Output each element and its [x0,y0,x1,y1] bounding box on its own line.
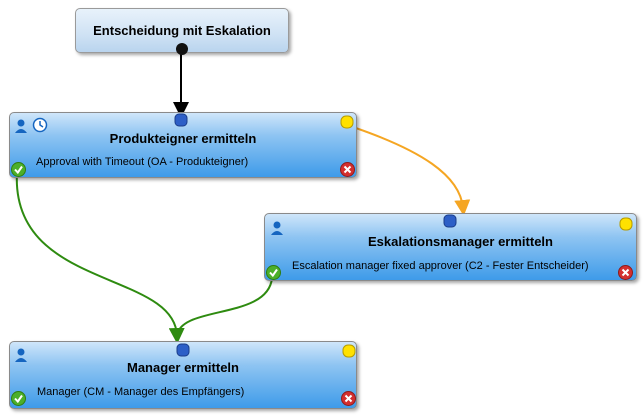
start-node[interactable]: Entscheidung mit Eskalation [75,8,289,56]
yellow-dot-icon[interactable] [342,344,356,358]
red-x-icon[interactable] [618,265,633,280]
green-check-icon[interactable] [11,162,26,177]
yellow-dot-icon[interactable] [340,115,354,129]
green-check-icon[interactable] [266,265,281,280]
edge-owner-timeout-to-escalation[interactable] [352,126,471,216]
clock-icon [32,117,48,133]
owner-node-subtitle: Approval with Timeout (OA - Produkteigne… [36,156,249,168]
user-icon [271,221,283,235]
manager-node-title: Manager ermitteln [127,360,239,375]
manager-node[interactable]: Manager ermitteln Manager (CM - Manager … [9,341,357,409]
red-x-icon[interactable] [341,391,356,406]
red-x-icon[interactable] [340,162,355,177]
escalation-node-title: Eskalationsmanager ermitteln [368,234,553,249]
yellow-dot-icon[interactable] [619,217,633,231]
blue-connector-icon[interactable] [174,113,188,127]
user-icon [15,119,27,133]
blue-connector-icon[interactable] [443,214,457,228]
owner-node[interactable]: Produkteigner ermitteln Approval with Ti… [9,112,357,178]
green-check-icon[interactable] [11,391,26,406]
edge-owner-approved-to-manager[interactable] [15,171,185,344]
manager-node-subtitle: Manager (CM - Manager des Empfängers) [37,386,245,398]
edge-escalation-approved-to-manager[interactable] [176,277,273,337]
start-node-title: Entscheidung mit Eskalation [93,23,271,38]
escalation-node-subtitle: Escalation manager fixed approver (C2 - … [292,260,589,272]
blue-connector-icon[interactable] [176,343,190,357]
user-icon [15,348,27,362]
owner-node-title: Produkteigner ermitteln [109,131,257,146]
escalation-node[interactable]: Eskalationsmanager ermitteln Escalation … [264,213,637,281]
output-connector-icon[interactable] [175,42,189,56]
